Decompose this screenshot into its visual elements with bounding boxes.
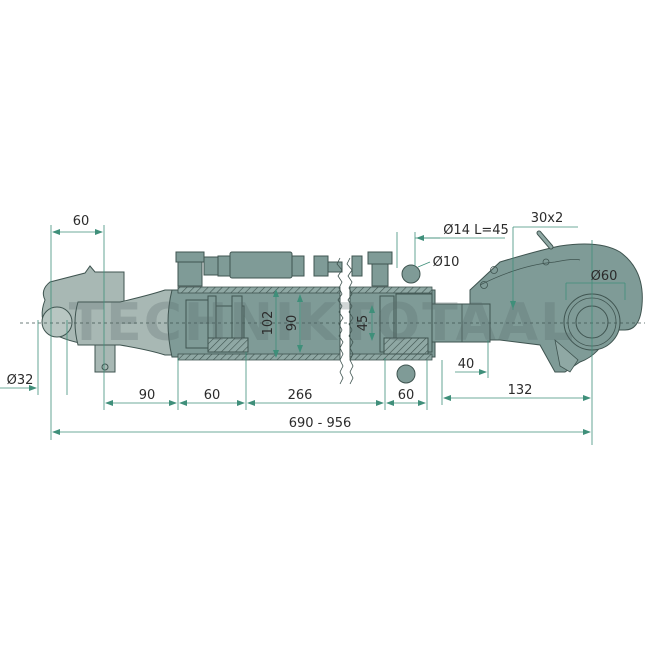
left-pin-hole	[41, 306, 73, 338]
small-pin-top	[401, 264, 421, 284]
dim-total-length: 690 - 956	[289, 416, 352, 431]
dim-outer-diameter: 102	[261, 311, 276, 336]
dim-hook-offset: 40	[458, 357, 475, 372]
dim-segment-1: 90	[139, 388, 156, 403]
dim-pin-diameter-left: Ø32	[7, 373, 34, 388]
dim-hook-spec: 30x2	[531, 211, 564, 226]
dim-segment-3: 266	[288, 388, 313, 403]
hydraulic-hose-assembly	[175, 251, 393, 287]
dimension-lines	[0, 225, 626, 445]
dim-segment-4: 60	[398, 388, 415, 403]
left-ball-end	[41, 265, 176, 373]
dim-pin-spec: Ø14 L=45	[443, 223, 509, 238]
dim-hook-ball-diameter: Ø60	[591, 269, 618, 284]
dim-segment-2: 60	[204, 388, 221, 403]
dim-bore-diameter: 90	[285, 315, 300, 332]
dim-rod-diameter: 45	[356, 315, 371, 332]
watermark: TECHNIKTOTAAL	[69, 293, 576, 353]
small-pin-bottom	[396, 364, 416, 384]
dim-hook-length: 132	[508, 383, 533, 398]
dim-small-pin-diameter: Ø10	[433, 255, 460, 270]
dim-top-left-width: 60	[73, 214, 90, 229]
